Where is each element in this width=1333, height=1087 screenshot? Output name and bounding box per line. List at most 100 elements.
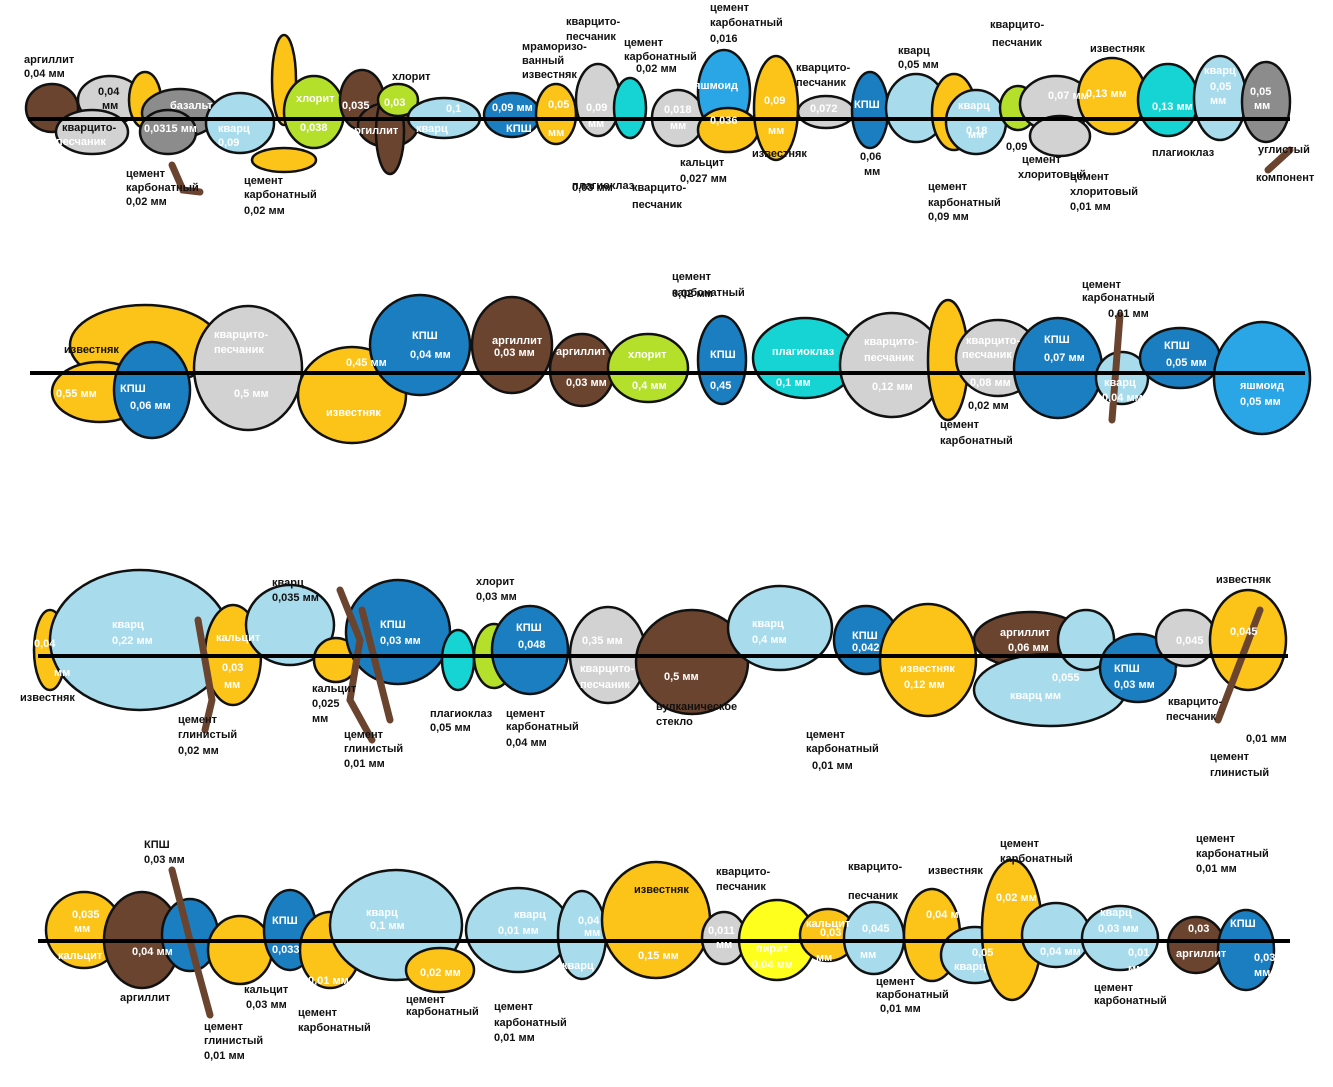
grain-label: 0,01 мм <box>1108 308 1149 320</box>
grain-label: 0,05 мм <box>1166 357 1207 369</box>
grain-label: мм <box>864 166 880 178</box>
grain-label: 0,01 мм <box>1196 863 1237 875</box>
grain-label: кварц <box>1104 377 1136 389</box>
grain-label: 0,06 <box>860 151 881 163</box>
grain-label: кварц мм <box>1010 690 1061 702</box>
cement-vein <box>1214 606 1264 724</box>
grain-label: 0,01 мм <box>204 1050 245 1062</box>
grain-label: кварц <box>752 618 784 630</box>
grain-quartz <box>1080 904 1160 972</box>
grain-label: известняк <box>1216 574 1271 586</box>
grain-label: 0,03 мм <box>494 347 535 359</box>
grain-label: песчаник <box>992 37 1042 49</box>
grain-label: 0,025 <box>312 698 340 710</box>
grain-label: 0,45 <box>710 380 731 392</box>
grain-label: кварц <box>272 577 304 589</box>
grain-label: мм <box>1128 963 1144 975</box>
grain-label: цемент <box>506 708 546 720</box>
grain-label: 0,035 мм <box>272 592 319 604</box>
grain-label: 0,03 <box>1254 952 1275 964</box>
grain-label: 0,018 <box>664 104 692 116</box>
grain-label: кальцит <box>58 950 103 962</box>
grain-label: мм <box>1176 665 1192 677</box>
grain-label: карбонатный <box>940 435 1013 447</box>
cement-vein <box>1264 146 1294 174</box>
grain-label: карбонатный <box>624 51 697 63</box>
grain-label: известняк <box>1090 43 1145 55</box>
grain-label: цемент <box>672 271 712 283</box>
grain-label: 0,01 мм <box>494 1032 535 1044</box>
grain-label: 0,5 мм <box>234 388 269 400</box>
grain-label: 0,03 мм <box>246 999 287 1011</box>
grain-label: кварц <box>112 619 144 631</box>
grain-label: 0,05 <box>972 947 993 959</box>
grain-label: цемент <box>806 729 846 741</box>
grain-plagioclase <box>612 76 648 140</box>
grain-label: КПШ <box>120 383 146 395</box>
grain-label: карбонатный <box>494 1017 567 1029</box>
grain-label: 0,15 мм <box>638 950 679 962</box>
grain-label: мм <box>1186 904 1202 916</box>
grain-label: мм <box>54 667 70 679</box>
grain-label: мм <box>102 100 118 112</box>
grain-label: 0,01 мм <box>1246 733 1287 745</box>
grain-label: песчаник <box>848 890 898 902</box>
grain-label: кальцит <box>680 157 725 169</box>
grain-label: хлорит <box>476 576 515 588</box>
grain-label: 0,12 мм <box>904 679 945 691</box>
grain-label: цемент <box>928 181 968 193</box>
grain-label: аргиллит <box>1176 948 1227 960</box>
grain-label: мм <box>1254 100 1270 112</box>
grain-label: углистый <box>1258 144 1310 156</box>
cement-vein <box>168 866 214 1019</box>
grain-label: кварц <box>366 907 398 919</box>
grain-label: 0,06 мм <box>130 400 171 412</box>
grain-label: 0,02 мм <box>996 892 1037 904</box>
grain-label: 0,03 <box>222 662 243 674</box>
grain-label: кварцито- <box>848 861 902 873</box>
grain-quartz <box>726 584 834 672</box>
grain-label: песчаник <box>1166 711 1216 723</box>
grain-kpsh <box>1098 632 1178 704</box>
grain-label: кварц <box>416 123 448 135</box>
grain-basalt <box>1240 60 1292 144</box>
grain-label: кварцито- <box>990 19 1044 31</box>
grain-label: хлорит <box>296 93 335 105</box>
grain-label: цемент <box>344 729 384 741</box>
grain-plagioclase <box>440 628 476 692</box>
grain-quartz <box>244 583 336 667</box>
grain-label: глинистый <box>178 729 237 741</box>
grain-label: кальцит <box>244 984 289 996</box>
grain-label: яшмоид <box>1240 380 1284 392</box>
grain-label: кальцит <box>806 918 851 930</box>
grain-label: кварцито- <box>966 335 1020 347</box>
grain-label: кальцит <box>312 683 357 695</box>
grain-label: 0,05 <box>548 99 569 111</box>
grain-label: 0,01 мм <box>308 975 349 987</box>
grain-label: 0,03 мм <box>572 182 613 194</box>
grain-label: кварц <box>218 123 250 135</box>
grain-label: 0,036 <box>710 115 738 127</box>
grain-label: кварц <box>1204 65 1236 77</box>
grain-label: карбонатный <box>806 743 879 755</box>
grain-label: 0,03 мм <box>566 377 607 389</box>
grain-label: мм <box>1210 95 1226 107</box>
grain-label: карбонатный <box>126 182 199 194</box>
grain-label: 0,22 мм <box>112 635 153 647</box>
cement-vein <box>168 161 204 196</box>
grain-label: 0,02 мм <box>178 745 219 757</box>
grain-label: 0,18 <box>966 125 987 137</box>
grain-label: 0,03 мм <box>144 854 185 866</box>
grain-label: 0,1 мм <box>370 920 405 932</box>
grain-label: мм <box>768 125 784 137</box>
grain-label: мм <box>716 939 732 951</box>
grain-label: 0,02 мм <box>636 63 677 75</box>
grain-label: известняк <box>634 884 689 896</box>
grain-label: 0,09 <box>218 137 239 149</box>
grain-label: 0,12 мм <box>872 381 913 393</box>
grain-label: 0,01 мм <box>1070 201 1111 213</box>
grain-label: цемент <box>126 168 166 180</box>
grain-label: 0,04 мм <box>1040 946 1081 958</box>
grain-quartz <box>1094 350 1150 406</box>
grain-limestone <box>534 82 578 146</box>
